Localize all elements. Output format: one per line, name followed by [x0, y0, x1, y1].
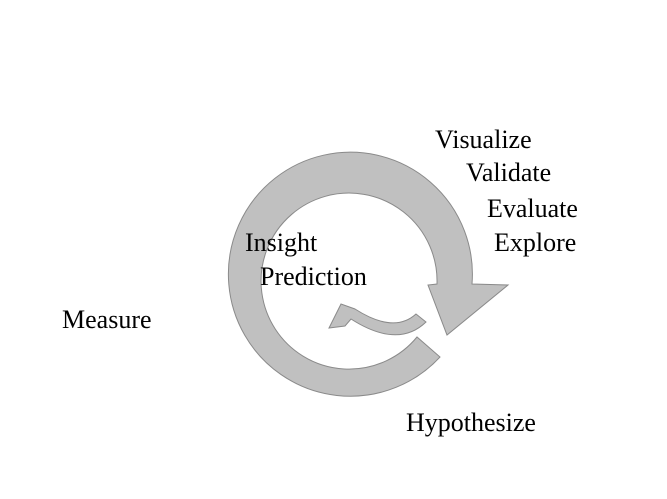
label-validate: Validate: [466, 158, 552, 187]
outer-cycle-arrow: [227, 151, 510, 397]
label-insight: Insight: [245, 228, 318, 257]
label-visualize: Visualize: [435, 125, 532, 154]
label-evaluate: Evaluate: [487, 194, 578, 223]
label-explore: Explore: [494, 228, 577, 257]
inner-cycle-arrow: [328, 303, 427, 336]
label-prediction: Prediction: [260, 262, 367, 291]
label-measure: Measure: [62, 305, 152, 334]
label-hypothesize: Hypothesize: [406, 408, 536, 437]
